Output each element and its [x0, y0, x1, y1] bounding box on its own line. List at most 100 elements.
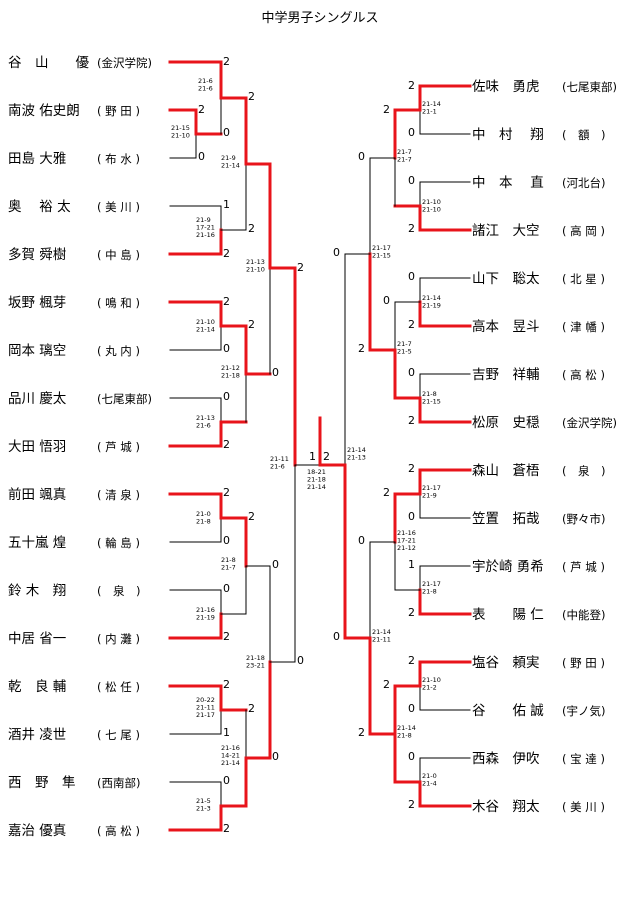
player-school-left-10: ( 清 泉 )	[97, 488, 140, 502]
game-score-l3-1: 21-10	[196, 318, 215, 326]
player-name-right-1: 佐味 勇虎	[472, 79, 540, 95]
game-score-rs2-1: 21-14	[372, 628, 391, 636]
player-school-right-15: ( 宝 達 )	[562, 752, 605, 766]
player-list: 谷 山 優(金沢学院)南波 佑史朗( 野 田 )田島 大雅( 布 水 )奥 裕 …	[8, 55, 617, 839]
player-school-left-12: ( 泉 )	[97, 584, 140, 598]
score-labels: 2021-1521-102021-621-61221-917-2121-1622…	[171, 55, 441, 835]
player-name-left-16: 西 野 隼	[8, 775, 76, 791]
score-r2-b: 2	[408, 222, 415, 235]
player-name-right-4: 諸江 大空	[472, 223, 540, 239]
player-school-right-14: (宇ノ気)	[562, 704, 605, 718]
player-name-right-8: 松原 史穏	[472, 415, 540, 431]
score-r4-a: 0	[408, 366, 415, 379]
game-score-r1-1: 21-14	[422, 100, 441, 108]
player-school-right-4: ( 高 岡 )	[562, 224, 605, 238]
game-score-final-1: 18-21	[307, 468, 326, 476]
game-score-ls2-1: 21-18	[246, 654, 265, 662]
game-score-ls2-2: 23-21	[246, 662, 265, 670]
game-score-r2-1: 21-10	[422, 198, 441, 206]
game-score-l7-1: 20-22	[196, 696, 215, 704]
score-l7-b: 1	[223, 726, 230, 739]
score-lq2-b: 0	[272, 366, 279, 379]
score-lq3-b: 0	[272, 558, 279, 571]
player-name-right-15: 西森 伊吹	[472, 751, 540, 767]
game-score-l6-2: 21-19	[196, 614, 215, 622]
score-l6-b: 2	[223, 630, 230, 643]
game-score-l8-2: 21-3	[196, 805, 211, 813]
score-r8-b: 2	[408, 798, 415, 811]
score-l8-b: 2	[223, 822, 230, 835]
player-school-left-15: ( 七 尾 )	[97, 728, 140, 742]
player-school-left-1: (金沢学院)	[97, 56, 152, 70]
player-school-left-13: ( 内 灘 )	[97, 632, 140, 646]
player-school-right-2: ( 額 )	[562, 128, 605, 142]
game-score-l5-2: 21-8	[196, 518, 211, 526]
score-r6-a: 1	[408, 558, 415, 571]
player-name-left-7: 岡本 璃空	[8, 342, 66, 359]
player-school-right-5: ( 北 星 )	[562, 272, 605, 286]
score-r7-b: 0	[408, 702, 415, 715]
game-score-r6-2: 21-8	[422, 588, 437, 596]
score-l4-a: 0	[223, 390, 230, 403]
player-school-right-7: ( 高 松 )	[562, 368, 605, 382]
score-r5-a: 2	[408, 462, 415, 475]
player-school-right-3: (河北台)	[562, 176, 605, 190]
score-final-b: 2	[323, 450, 330, 463]
game-score-r4-2: 21-15	[422, 398, 441, 406]
game-score-lf-2: 21-6	[270, 463, 285, 471]
game-score-ls1-1: 21-13	[246, 258, 265, 266]
game-score-rq1-1: 21-7	[397, 148, 412, 156]
score-l_pre-a: 2	[198, 103, 205, 116]
score-r4-b: 2	[408, 414, 415, 427]
game-score-rq3-3: 21-12	[397, 544, 416, 552]
player-name-right-16: 木谷 翔太	[472, 799, 540, 815]
player-name-right-2: 中 村 翔	[472, 127, 544, 143]
score-rs1-a: 0	[333, 246, 340, 259]
game-score-rf-1: 21-14	[347, 446, 366, 454]
score-lq3-a: 2	[248, 510, 255, 523]
score-ls2-a: 0	[297, 654, 304, 667]
player-name-left-8: 品川 慶太	[8, 391, 67, 407]
score-lq4-b: 0	[272, 750, 279, 763]
game-score-l1-1: 21-6	[198, 77, 213, 85]
score-ls1-a: 2	[297, 261, 304, 274]
game-score-rq2-1: 21-7	[397, 340, 412, 348]
score-l4-b: 2	[223, 438, 230, 451]
score-r1-a: 2	[408, 79, 415, 92]
player-name-right-11: 宇於崎 勇希	[472, 559, 544, 575]
score-lq1-a: 2	[248, 90, 255, 103]
score-l1-b: 0	[223, 126, 230, 139]
player-school-right-11: ( 芦 城 )	[562, 560, 605, 574]
game-score-rq3-2: 17-21	[397, 537, 416, 545]
game-score-l2-1: 21-9	[196, 216, 211, 224]
game-score-r7-2: 21-2	[422, 684, 437, 692]
score-r1-b: 0	[408, 126, 415, 139]
game-score-lf-1: 21-11	[270, 455, 289, 463]
player-name-left-4: 奥 裕 太	[8, 198, 71, 215]
player-name-left-1: 谷 山 優	[8, 55, 89, 71]
score-l8-a: 0	[223, 774, 230, 787]
game-score-l4-1: 21-13	[196, 414, 215, 422]
game-score-l2-2: 17-21	[196, 224, 215, 232]
bracket-title: 中学男子シングルス	[261, 10, 378, 26]
player-name-left-10: 前田 颯真	[8, 486, 66, 503]
player-school-right-12: (中能登)	[562, 608, 605, 622]
score-r7-a: 2	[408, 654, 415, 667]
game-score-lq2-1: 21-12	[221, 364, 240, 372]
game-score-rs2-2: 21-11	[372, 636, 391, 644]
player-school-left-5: ( 中 島 )	[97, 248, 140, 262]
player-name-left-5: 多賀 舜樹	[8, 246, 66, 263]
score-rq1-a: 2	[383, 103, 390, 116]
game-score-rq2-2: 21-5	[397, 348, 412, 356]
player-school-right-6: ( 津 幡 )	[562, 320, 605, 334]
score-r3-a: 0	[408, 270, 415, 283]
game-score-rq4-1: 21-14	[397, 724, 416, 732]
game-score-l6-1: 21-16	[196, 606, 215, 614]
game-score-r3-1: 21-14	[422, 294, 441, 302]
score-r2-a: 0	[408, 174, 415, 187]
game-score-l4-2: 21-6	[196, 422, 211, 430]
player-school-left-2: ( 野 田 )	[97, 104, 140, 118]
score-r5-b: 0	[408, 510, 415, 523]
score-l3-b: 0	[223, 342, 230, 355]
